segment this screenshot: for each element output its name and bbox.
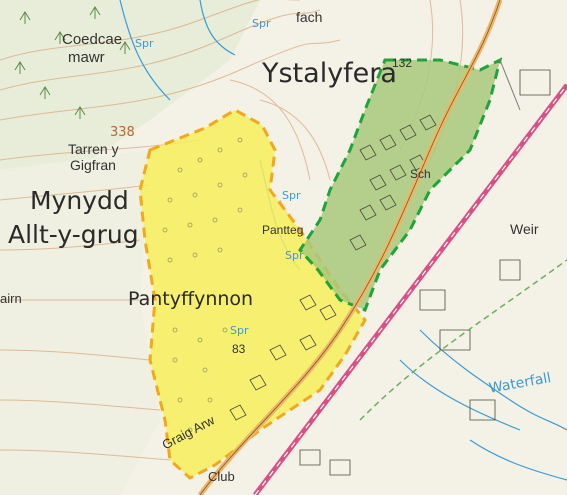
footpath [359,259,567,421]
place-label-ystalyfera: Ystalyfera [262,58,397,89]
railway-dash [254,84,567,495]
spring-label-5: Spr [230,324,249,337]
place-label-pantyffynnon: Pantyffynnon [128,288,254,310]
spring-label-4: Spr [285,249,304,262]
height-label-338: 338 [110,125,135,140]
place-label-pantteg: Pantteg [262,223,304,237]
green-designated-area [298,57,503,312]
rough-ground-symbols [162,137,248,433]
woodland-area [0,0,260,170]
spring-label-3: Spr [282,189,301,202]
height-label-83: 83 [232,342,246,356]
place-label-club: Club [208,469,235,484]
hillside-area [0,150,160,495]
spring-label-1: Spr [135,37,154,50]
minor-road [499,59,521,111]
contour-lines [0,0,464,461]
main-road-edge [199,0,501,495]
tree-symbols [14,6,131,119]
yellow-designated-area [138,108,367,480]
place-label-sch: Sch [410,167,431,181]
place-label-fach: fach [296,9,323,25]
height-label-132: 132 [392,56,413,70]
spring-label-2: Spr [252,17,271,30]
place-label-gigfran: Gigfran [70,157,116,173]
place-label-mynydd: Mynydd [30,186,129,215]
building-outlines [229,69,551,476]
place-label-allt-y-grug: Allt-y-grug [8,220,139,249]
place-label-mawr: mawr [68,49,105,66]
place-label-cairn: airn [0,291,22,306]
place-label-coedcae: Coedcae [62,31,123,48]
place-label-weir: Weir [510,221,539,237]
place-label-tarren: Tarren y [68,141,119,157]
